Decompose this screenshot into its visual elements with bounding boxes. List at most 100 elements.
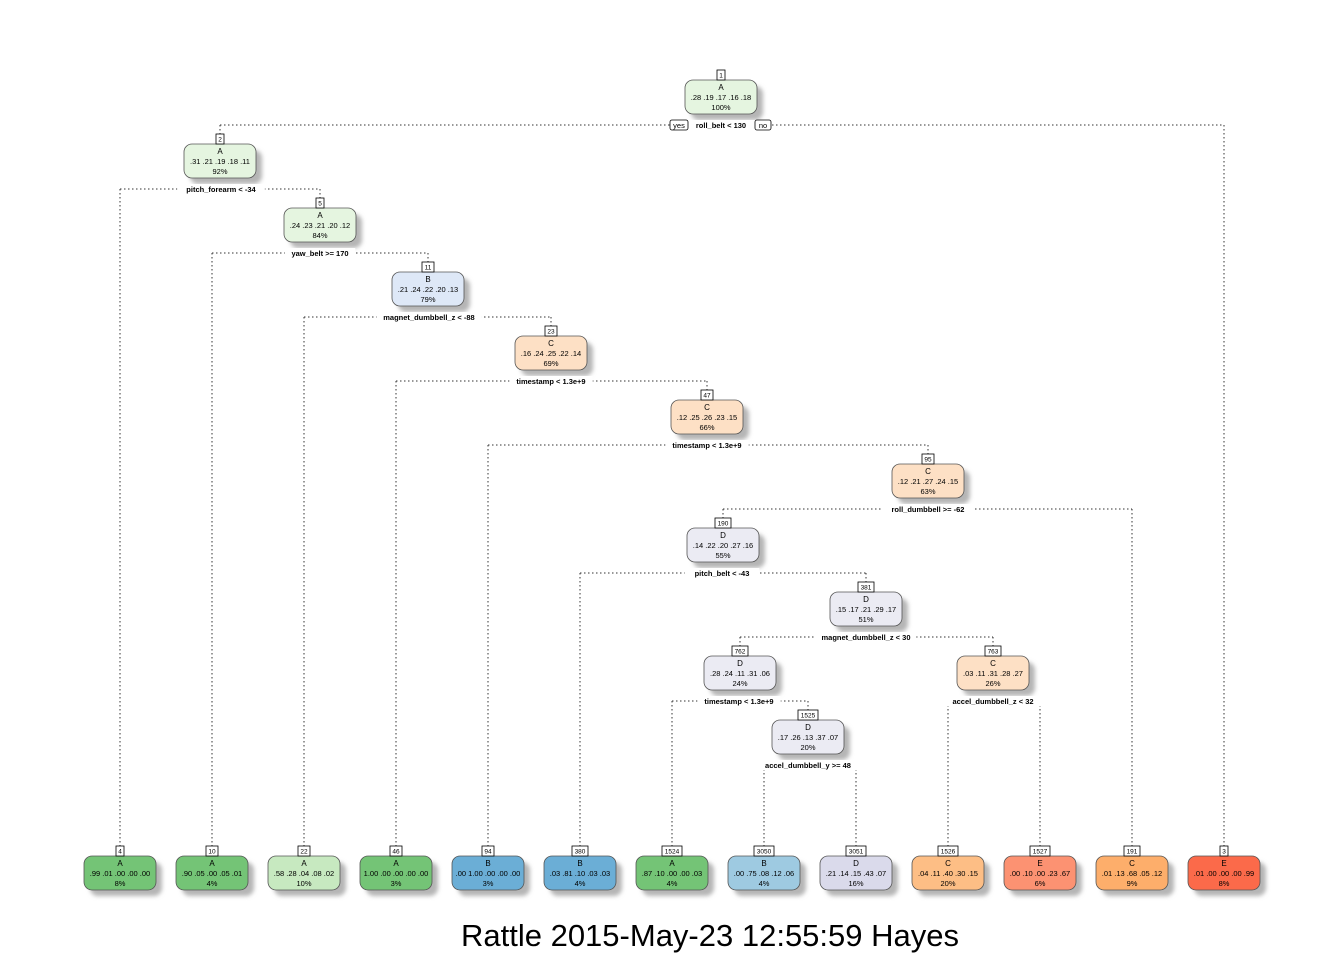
node-number: 11 <box>425 265 432 272</box>
split-label-bg <box>944 696 1042 706</box>
node-percent: 8% <box>1219 879 1230 888</box>
node-percent: 84% <box>312 231 327 240</box>
node-probs: .90 .05 .00 .05 .01 <box>182 869 242 878</box>
node-number: 762 <box>735 649 746 656</box>
split-label: magnet_dumbbell_z < 30 <box>822 633 911 642</box>
node-number: 46 <box>392 849 400 856</box>
node-class: B <box>577 859 582 868</box>
node-number-box <box>481 845 495 857</box>
node-class: A <box>209 859 215 868</box>
node-probs: .00 .75 .08 .12 .06 <box>734 869 794 878</box>
node-class: E <box>1037 859 1042 868</box>
node-number: 190 <box>718 521 729 528</box>
node-class: D <box>720 531 726 540</box>
node-probs: .00 .10 .00 .23 .67 <box>1010 869 1070 878</box>
split-label-bg <box>685 120 757 130</box>
node-number-box <box>731 645 749 657</box>
node-probs: .58 .28 .04 .08 .02 <box>274 869 334 878</box>
node-number-box <box>984 645 1002 657</box>
node-class: C <box>1129 859 1135 868</box>
split-label: roll_dumbbell >= -62 <box>892 505 965 514</box>
split-label-bg <box>665 440 749 450</box>
node-number: 47 <box>703 393 711 400</box>
yes-label: yes <box>673 121 685 130</box>
node-number-box <box>215 133 225 145</box>
node-number-box <box>845 845 867 857</box>
split-label: accel_dumbbell_z < 32 <box>952 697 1033 706</box>
node-class: A <box>718 83 724 92</box>
node-number: 380 <box>575 849 586 856</box>
node-probs: .31 .21 .19 .18 .11 <box>190 157 250 166</box>
split-label: timestamp < 1.3e+9 <box>672 441 741 450</box>
node-probs: .01 .00 .00 .00 .99 <box>1194 869 1254 878</box>
node-probs: .21 .24 .22 .20 .13 <box>398 285 458 294</box>
node-number-box <box>1029 845 1051 857</box>
node-percent: 69% <box>543 359 558 368</box>
split-label-bg <box>882 504 974 514</box>
node-class: D <box>863 595 869 604</box>
node-number: 3 <box>1222 849 1226 856</box>
node-probs: .14 .22 .20 .27 .16 <box>693 541 753 550</box>
node-probs: .03 .81 .10 .03 .03 <box>550 869 610 878</box>
tree-node-94: 94B.00 1.00 .00 .00 .003% <box>451 845 530 896</box>
node-probs: .17 .26 .13 .37 .07 <box>778 733 838 742</box>
node-number-box <box>714 517 732 529</box>
split-label: timestamp < 1.3e+9 <box>516 377 585 386</box>
node-percent: 3% <box>391 879 402 888</box>
node-number: 5 <box>318 201 322 208</box>
node-class: D <box>737 659 743 668</box>
node-percent: 10% <box>296 879 311 888</box>
node-percent: 8% <box>115 879 126 888</box>
node-probs: .16 .24 .25 .22 .14 <box>521 349 581 358</box>
node-number-box <box>115 845 125 857</box>
node-probs: .15 .17 .21 .29 .17 <box>836 605 896 614</box>
split-label-bg <box>684 568 760 578</box>
tree-node-4: 4A.99 .01 .00 .00 .008% <box>83 845 162 896</box>
node-number-box <box>1219 845 1229 857</box>
split-label: pitch_belt < -43 <box>695 569 750 578</box>
tree-node-10: 10A.90 .05 .00 .05 .014% <box>175 845 254 896</box>
node-number-box <box>1123 845 1141 857</box>
node-number-box <box>389 845 403 857</box>
node-percent: 9% <box>1127 879 1138 888</box>
node-percent: 4% <box>667 879 678 888</box>
node-class: C <box>704 403 710 412</box>
node-percent: 20% <box>800 743 815 752</box>
split-label-bg <box>697 696 781 706</box>
split-label: yaw_belt >= 170 <box>291 249 348 258</box>
node-number: 2 <box>218 137 222 144</box>
node-probs: .12 .21 .27 .24 .15 <box>898 477 958 486</box>
node-percent: 4% <box>575 879 586 888</box>
node-number: 22 <box>300 849 308 856</box>
node-number-box <box>716 69 726 81</box>
node-class: A <box>301 859 307 868</box>
node-number: 95 <box>924 457 932 464</box>
node-number: 1527 <box>1033 849 1048 856</box>
split-label: timestamp < 1.3e+9 <box>704 697 773 706</box>
node-number: 1524 <box>665 849 680 856</box>
node-number-box <box>921 453 935 465</box>
node-probs: .87 .10 .00 .00 .03 <box>642 869 702 878</box>
caption: Rattle 2015-May-23 12:55:59 Hayes <box>460 918 959 953</box>
node-number-box <box>700 389 714 401</box>
node-class: D <box>853 859 859 868</box>
node-number-box <box>297 845 311 857</box>
node-percent: 3% <box>483 879 494 888</box>
node-percent: 26% <box>985 679 1000 688</box>
node-number-box <box>544 325 558 337</box>
node-class: A <box>117 859 123 868</box>
node-probs: .12 .25 .26 .23 .15 <box>677 413 737 422</box>
split-label: roll_belt < 130 <box>696 121 746 130</box>
node-number-box <box>205 845 219 857</box>
